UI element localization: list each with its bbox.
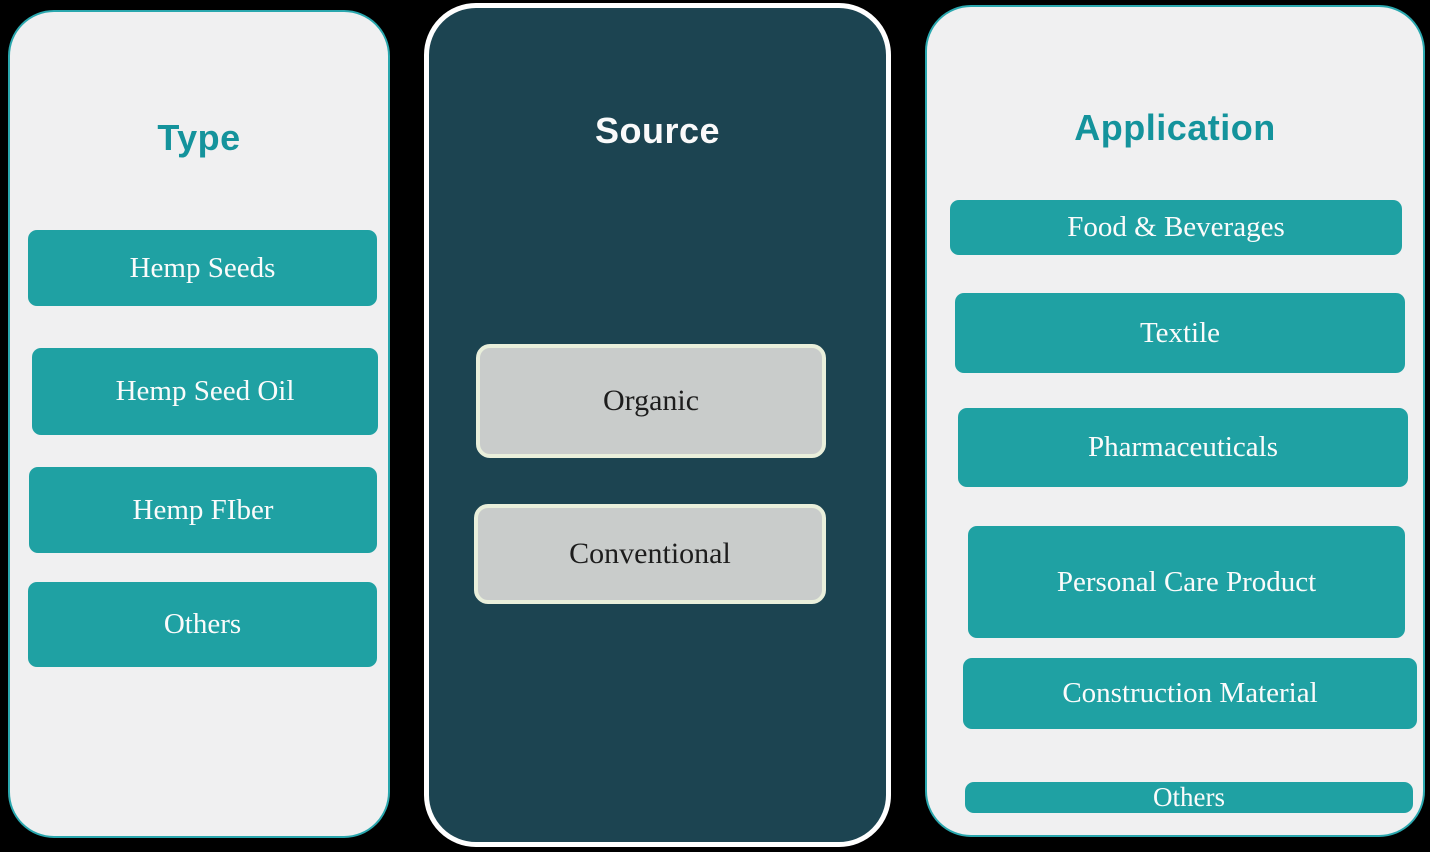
box-hemp-fiber: Hemp FIber	[29, 467, 377, 553]
type-card: Type Hemp Seeds Hemp Seed Oil Hemp FIber…	[8, 10, 390, 838]
source-title: Source	[594, 110, 721, 151]
type-title: Type	[157, 117, 241, 158]
box-hemp-seeds: Hemp Seeds	[28, 230, 377, 306]
application-card: Application Food & Beverages Textile Pha…	[925, 5, 1425, 837]
box-others-type: Others	[28, 582, 377, 667]
application-title: Application	[1074, 107, 1276, 148]
box-personal-care-product: Personal Care Product	[968, 526, 1405, 638]
box-organic: Organic	[476, 344, 826, 458]
box-hemp-seed-oil: Hemp Seed Oil	[32, 348, 378, 435]
box-pharmaceuticals: Pharmaceuticals	[958, 408, 1408, 487]
source-card: Source Organic Conventional	[424, 3, 891, 847]
box-conventional: Conventional	[474, 504, 826, 604]
box-textile: Textile	[955, 293, 1405, 373]
box-others-application: Others	[965, 782, 1413, 813]
box-food-beverages: Food & Beverages	[950, 200, 1402, 255]
box-construction-material: Construction Material	[963, 658, 1417, 729]
